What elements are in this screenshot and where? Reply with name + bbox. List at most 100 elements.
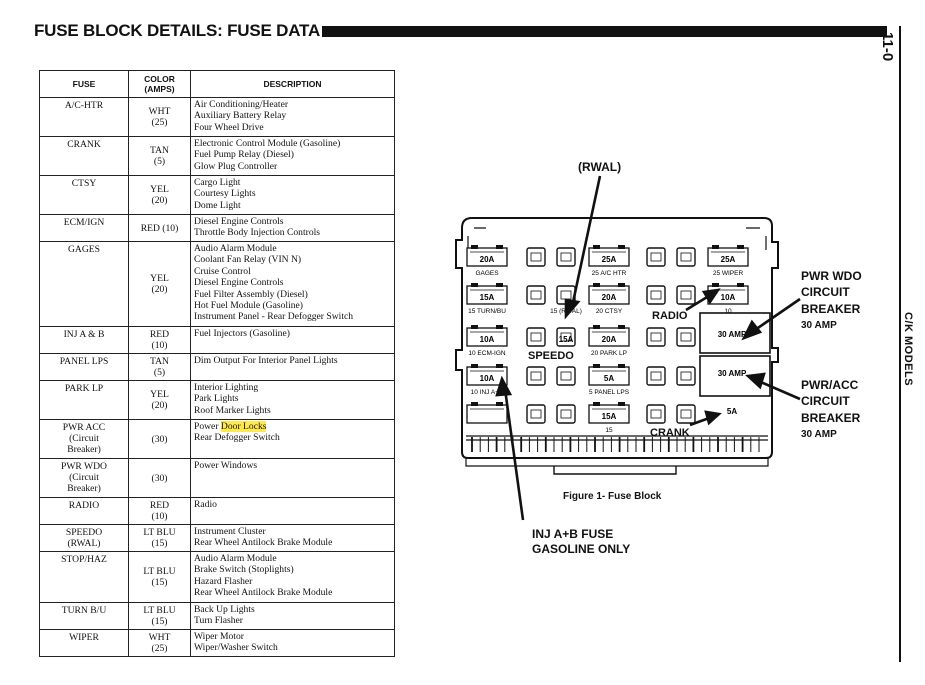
fuse-label: 25 A/C HTR [592, 270, 627, 277]
fuse-cavity-inner [560, 252, 572, 262]
table-header-row: FUSE COLOR (AMPS) DESCRIPTION [39, 70, 395, 98]
fuse-description-cell-line: Turn Flasher [194, 615, 243, 627]
fuse-description-cell-line: Wiper Motor [194, 631, 244, 642]
fuse-terminal [737, 245, 744, 249]
fuse-body [707, 247, 749, 267]
fuse-terminal [471, 325, 478, 329]
fuse-name-cell-line: CTSY [71, 178, 97, 189]
fuse-terminal [618, 402, 625, 406]
fuse-description-cell-line: Glow Plug Controller [194, 160, 278, 172]
fuse-slot [526, 327, 546, 347]
fuse-body [466, 366, 508, 386]
fuse-description-cell: Radio [190, 497, 395, 525]
fuse-slot [526, 247, 546, 267]
fuse-terminal [618, 325, 625, 329]
radio-callout: RADIO [652, 310, 688, 322]
fuse-slot [526, 404, 546, 424]
fuse-name-cell: ECM/IGN [39, 214, 129, 242]
fuse-terminal [471, 283, 478, 287]
fuse-description-cell-line: Hazard Flasher [194, 575, 253, 587]
fuse-name-cell-line: A/C-HTR [64, 100, 104, 111]
fuse-cavity [556, 247, 576, 267]
fuse-terminal [496, 245, 503, 249]
fuse-label: 10 INJ A+B [471, 389, 504, 396]
fuse-cavity-inner [680, 409, 692, 419]
fuse-description-cell-line: Auxiliary Battery Relay [194, 110, 287, 122]
callout-arrows [495, 175, 801, 521]
inj-fuse-callout-line2: GASOLINE ONLY [532, 542, 630, 556]
fuse-color-cell: LT BLU(15) [128, 551, 191, 603]
fuse-name-cell: RADIO [39, 497, 129, 525]
fuse-rating: 20A [480, 255, 495, 264]
fuse-color-cell-line: LT BLU [143, 527, 176, 538]
fuse-label: 25 WIPER [713, 270, 744, 277]
fuse-name-cell-line: (Circuit [69, 433, 99, 444]
fuse-rating: 20A [602, 293, 617, 302]
pwr-acc-callout-line1: PWR/ACC [801, 378, 859, 392]
fuse-color-cell: TAN(5) [128, 136, 191, 176]
fuse-description-cell-line: Electronic Control Module (Gasoline) [194, 138, 341, 149]
fuse-cavity [556, 404, 576, 424]
fuse-description-cell-line: Brake Switch (Stoplights) [194, 564, 294, 576]
fuse-description-cell-line: Courtesy Lights [194, 188, 256, 200]
fuse-slot [646, 285, 666, 305]
fuse-rating: 25A [721, 255, 736, 264]
pwr-acc-callout-line3: BREAKER [801, 411, 861, 425]
fuse-terminal [496, 364, 503, 368]
fuse-description-cell-line: Coolant Fan Relay (VIN N) [194, 254, 302, 266]
fuse-name-cell-line: PANEL LPS [59, 356, 109, 367]
fuse-terminal [618, 245, 625, 249]
fuse-color-cell: (30) [128, 458, 191, 498]
fuse-body [588, 366, 630, 386]
fuse-cavity-inner [560, 371, 572, 381]
pwr-wdo-callout-line3: BREAKER [801, 302, 861, 316]
fuse-cavity [556, 366, 576, 386]
fuse-slot: 5A5 PANEL LPS [588, 364, 630, 396]
fuse-name-cell-line: (Circuit [69, 472, 99, 483]
pwr-wdo-callout-line4: 30 AMP [801, 320, 837, 331]
fuse-name-cell: PANEL LPS [39, 353, 129, 381]
fuse-description-cell-line: Rear Defogger Switch [194, 432, 280, 444]
fuse-terminal [471, 245, 478, 249]
fuse-cavity [556, 327, 576, 347]
fuse-slot [676, 247, 696, 267]
fuse-cavity-inner [530, 332, 542, 342]
fuse-name-cell-line: Breaker) [67, 444, 101, 455]
fuse-cavity-inner [650, 252, 662, 262]
fuse-color-cell-line: (25) [151, 643, 168, 654]
inj-fuse-callout-line1: INJ A+B FUSE [532, 527, 613, 541]
fuse-cavity [646, 285, 666, 305]
fuse-name-cell-line: STOP/HAZ [61, 554, 107, 565]
fuse-cavity-inner [650, 371, 662, 381]
fuse-cavity-inner [560, 409, 572, 419]
fuse-rating: 10A [480, 335, 495, 344]
fuse-cavity [646, 404, 666, 424]
fuse-description-cell-line: Fuel Pump Relay (Diesel) [194, 149, 294, 161]
bottom-connector-slots [471, 437, 760, 452]
fuse-color-cell: YEL(20) [128, 241, 191, 327]
fuse-description-cell-line: Fuel Injectors (Gasoline) [194, 328, 290, 339]
fuse-color-cell-line: RED [149, 329, 170, 340]
fuse-slot [556, 404, 576, 424]
fuse-name-cell-line: (RWAL) [67, 538, 101, 549]
fuse-color-cell-line: (10) [151, 340, 168, 351]
fuse-terminal [593, 325, 600, 329]
highlighted-text: Door Locks [220, 421, 267, 432]
fuse-slot: 25A 25 WIPER [707, 245, 749, 277]
fuse-cavity [526, 366, 546, 386]
fuse-description-cell-line: Cargo Light [194, 177, 241, 188]
fuse-color-cell-line: (5) [153, 367, 166, 378]
fuse-name-cell-line: CRANK [67, 139, 101, 150]
pwr-acc-callout-line4: 30 AMP [801, 429, 837, 440]
fuse-color-cell-line: (30) [151, 433, 168, 445]
fuse-description-cell-line: Cruise Control [194, 265, 251, 277]
fuse-color-cell: YEL(20) [128, 380, 191, 420]
